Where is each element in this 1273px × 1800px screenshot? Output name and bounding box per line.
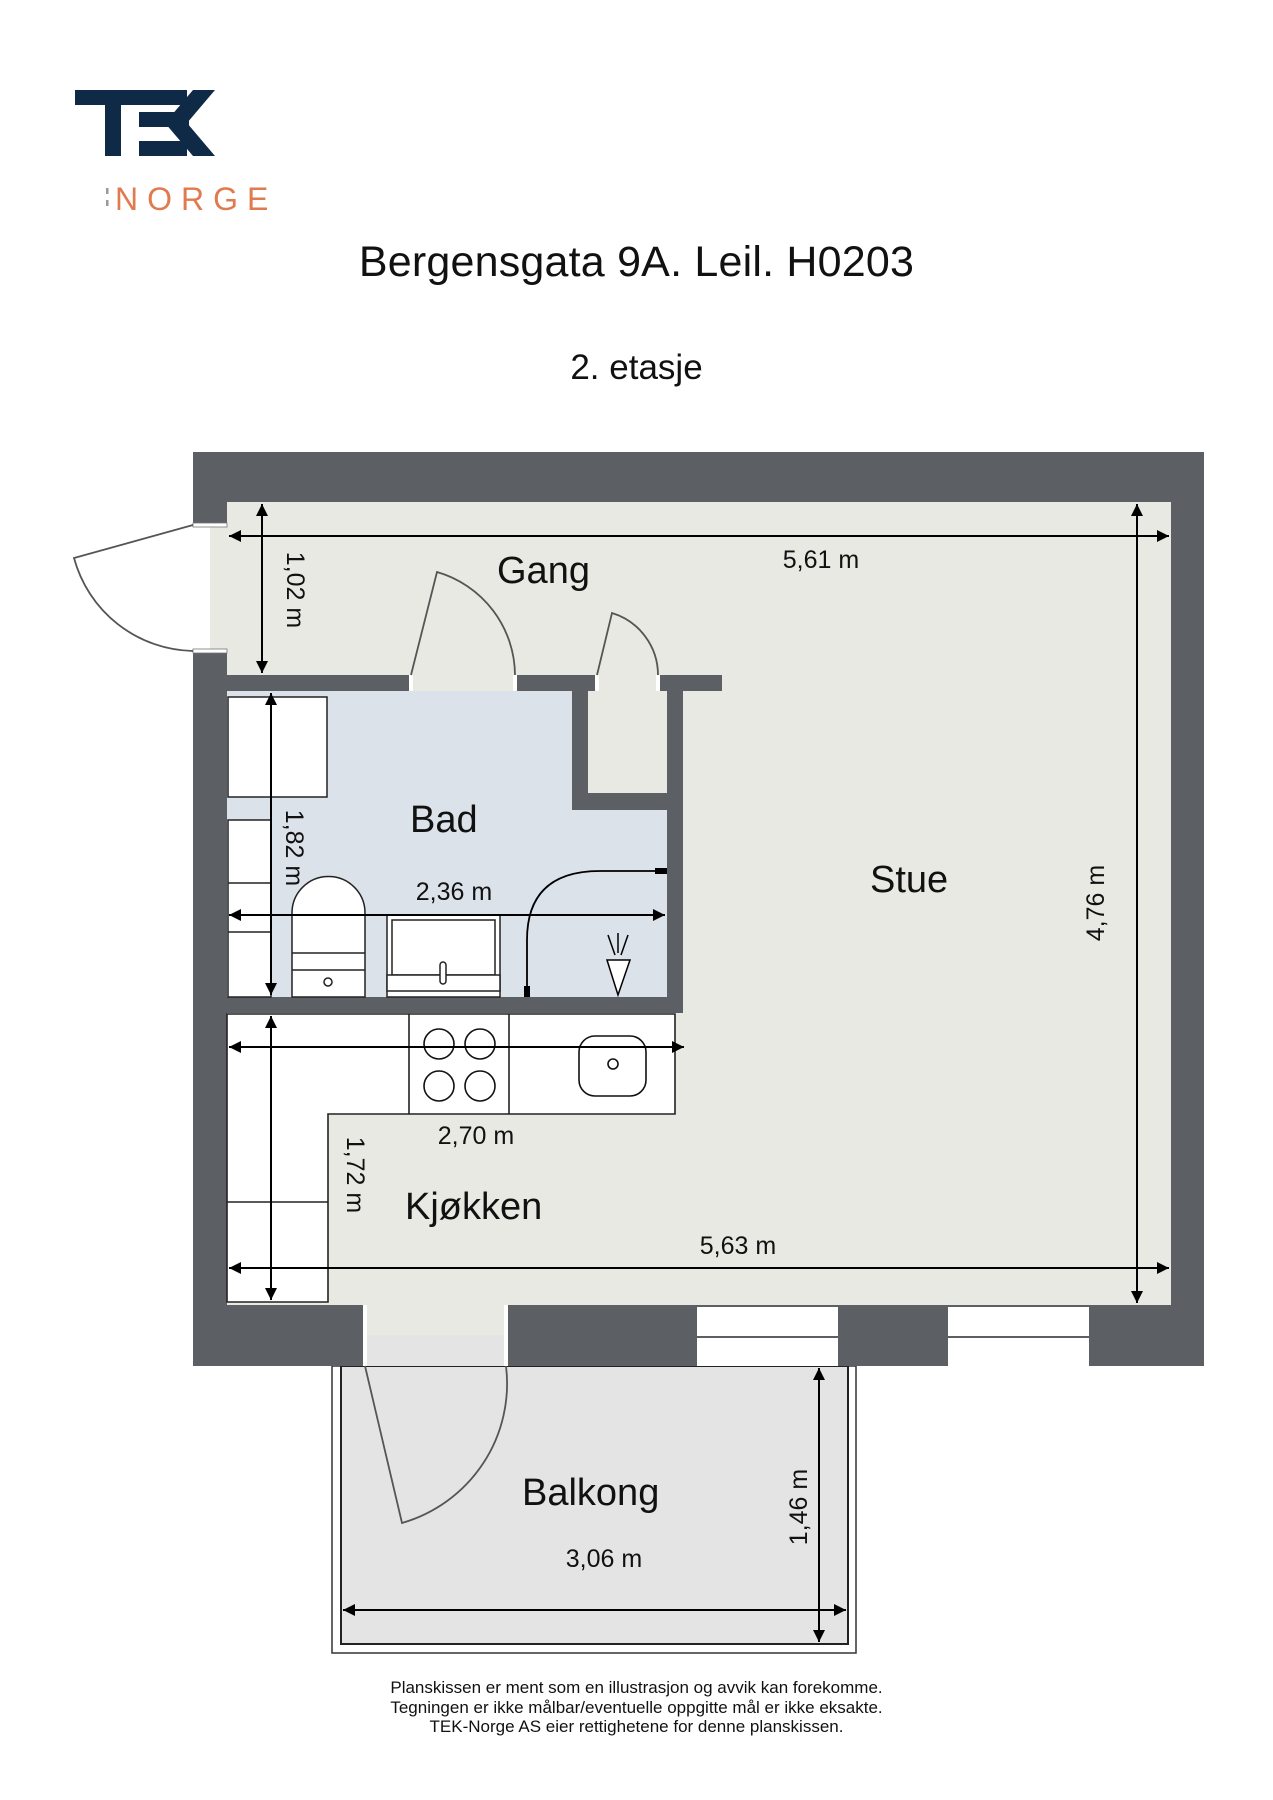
balcony-door-icon[interactable] [364,1365,508,1525]
dim-balkong-depth: 1,46 m [785,1469,813,1545]
page-title: Bergensgata 9A. Leil. H0203 [358,238,915,286]
kitchen-sink-icon [578,1035,647,1097]
dim-balkong-width: 3,06 m [566,1545,642,1573]
room-label-bad: Bad [410,799,478,841]
closet-wall-bottom [572,793,683,810]
dim-gang-width: 5,61 m [783,546,859,574]
dim-gang-depth: 1,02 m [281,552,309,628]
room-label-stue: Stue [870,859,948,901]
washing-machine-icon [227,696,328,798]
closet-door-icon[interactable] [596,611,659,676]
logo-norge-text: NORGE [115,181,275,215]
bath-sink-icon [386,914,501,998]
dim-kjokken-width: 5,63 m [700,1232,776,1260]
dim-bad-height: 1,82 m [280,810,308,886]
closet-wall-left [572,691,588,810]
kitchen-counter [226,1013,676,1303]
dim-kjokken-counter: 2,70 m [438,1122,514,1150]
window-1 [697,1307,838,1366]
bathroom-door-icon[interactable] [410,570,516,676]
disclaimer-line-1: Planskissen er ment som en illustrasjon … [390,1678,883,1697]
dim-kjokken-height: 1,72 m [341,1137,369,1213]
toilet-icon [291,875,366,998]
tek-norge-logo: NORGE [75,90,275,215]
bath-cabinets [227,819,272,998]
room-label-kjokken: Kjøkken [405,1186,542,1228]
tek-mark-icon [75,90,215,156]
interior-wall-bad-right [667,675,683,1013]
dim-bad-width: 2,36 m [416,878,492,906]
room-label-gang: Gang [497,550,590,592]
disclaimer: Planskissen er ment som en illustrasjon … [0,1678,1273,1737]
floor-label: 2. etasje [570,348,703,387]
interior-wall-bad-bottom [227,997,683,1013]
room-label-balkong: Balkong [522,1472,659,1514]
dim-stue-height: 4,76 m [1082,865,1110,941]
entry-door-icon[interactable] [72,524,194,652]
dimension-lines [229,504,1169,1642]
shower-icon [524,868,667,998]
logo-colon-icon [106,188,109,194]
disclaimer-line-2: Tegningen er ikke målbar/eventuelle oppg… [390,1697,883,1717]
window-2 [948,1307,1089,1366]
disclaimer-line-3: TEK-Norge AS eier rettighetene for denne… [429,1717,844,1736]
